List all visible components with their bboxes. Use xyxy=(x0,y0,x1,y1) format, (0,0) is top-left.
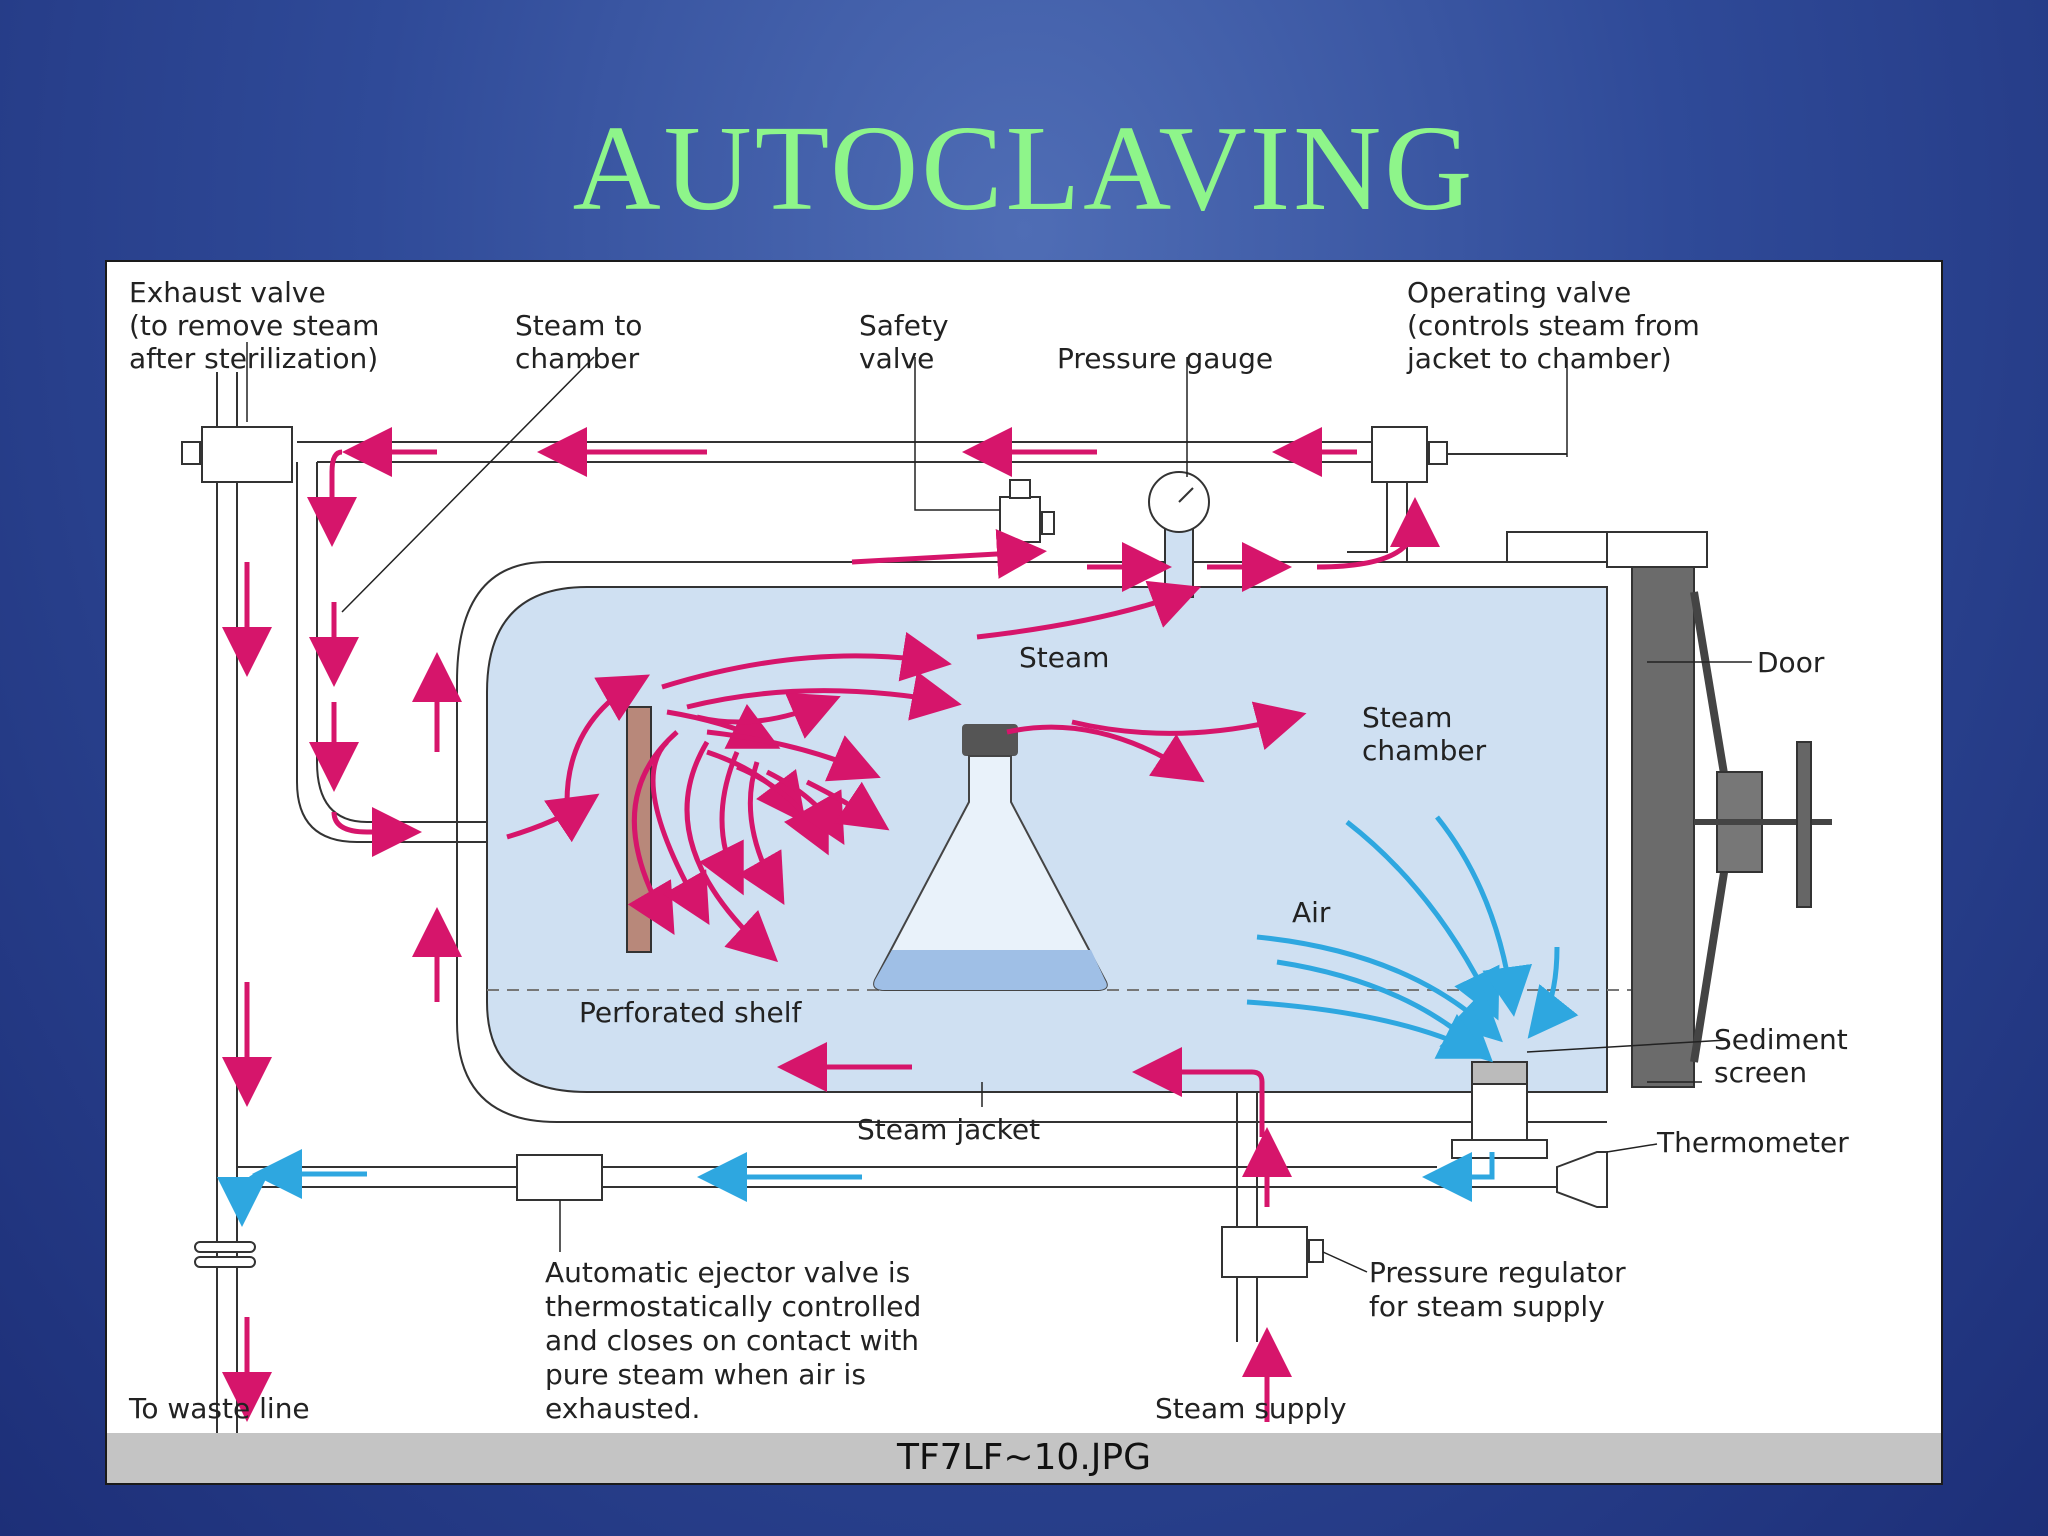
ejector-valve-label-2: thermostatically controlled xyxy=(545,1290,921,1323)
steam-chamber-label-1: Steam xyxy=(1362,701,1452,734)
operating-valve-body xyxy=(1371,426,1567,483)
steam-supply-label: Steam supply xyxy=(1155,1392,1347,1425)
thermometer-body xyxy=(1556,1151,1608,1208)
sediment-screen-label-2: screen xyxy=(1714,1056,1807,1089)
exhaust-valve-body xyxy=(181,426,293,483)
ejector-valve-label-5: exhausted. xyxy=(545,1392,700,1425)
safety-valve-label-2: valve xyxy=(859,342,934,375)
door-label: Door xyxy=(1757,646,1825,679)
ejector-valve-label-1: Automatic ejector valve is xyxy=(545,1256,910,1289)
sediment-screen-body xyxy=(1451,1061,1548,1159)
pressure-regulator-label-1: Pressure regulator xyxy=(1369,1256,1626,1289)
operating-valve-label-3: jacket to chamber) xyxy=(1406,342,1672,375)
air-flow-arrows xyxy=(217,815,1579,1227)
door xyxy=(1606,531,1832,1088)
pressure-gauge-body xyxy=(1148,471,1210,598)
steam-jacket-label: Steam jacket xyxy=(857,1113,1040,1146)
air-label: Air xyxy=(1292,896,1331,929)
exhaust-valve-label-2: (to remove steam xyxy=(129,309,379,342)
thermometer-label: Thermometer xyxy=(1656,1126,1849,1159)
labels: Exhaust valve (to remove steam after ste… xyxy=(128,276,1849,1425)
baffle-plate xyxy=(626,706,652,953)
leader-lines xyxy=(246,342,1752,1273)
exhaust-valve-label-3: after sterilization) xyxy=(129,342,378,375)
pressure-regulator-label-2: for steam supply xyxy=(1369,1290,1605,1323)
ejector-valve-label-3: and closes on contact with xyxy=(545,1324,919,1357)
image-caption: TF7LF~10.JPG xyxy=(107,1433,1941,1483)
operating-valve-label-2: (controls steam from xyxy=(1407,309,1700,342)
ejector-valve-body xyxy=(516,1154,603,1201)
perforated-shelf-label: Perforated shelf xyxy=(579,996,803,1029)
waste-coupling xyxy=(194,1241,256,1268)
autoclave-diagram: Exhaust valve (to remove steam after ste… xyxy=(105,260,1943,1485)
slide-title: AUTOCLAVING xyxy=(572,101,1476,236)
sediment-screen-label-1: Sediment xyxy=(1714,1023,1848,1056)
steam-label: Steam xyxy=(1019,641,1109,674)
steam-flow-arrows xyxy=(222,427,1440,1422)
safety-valve-body xyxy=(999,479,1055,543)
safety-valve-label-1: Safety xyxy=(859,309,949,342)
steam-jacket-shell xyxy=(456,561,1607,1123)
pressure-gauge-label: Pressure gauge xyxy=(1057,342,1273,375)
ejector-valve-label-4: pure steam when air is xyxy=(545,1358,866,1391)
diagram-canvas: Exhaust valve (to remove steam after ste… xyxy=(128,276,1849,1437)
steam-chamber-label-2: chamber xyxy=(1362,734,1487,767)
operating-valve-label-1: Operating valve xyxy=(1407,276,1631,309)
flask xyxy=(873,724,1108,991)
exhaust-valve-label-1: Exhaust valve xyxy=(129,276,326,309)
steam-to-chamber-label-2: chamber xyxy=(515,342,640,375)
pressure-regulator-body xyxy=(1221,1226,1324,1278)
steam-to-chamber-label-1: Steam to xyxy=(515,309,642,342)
to-waste-line-label: To waste line xyxy=(128,1392,310,1425)
